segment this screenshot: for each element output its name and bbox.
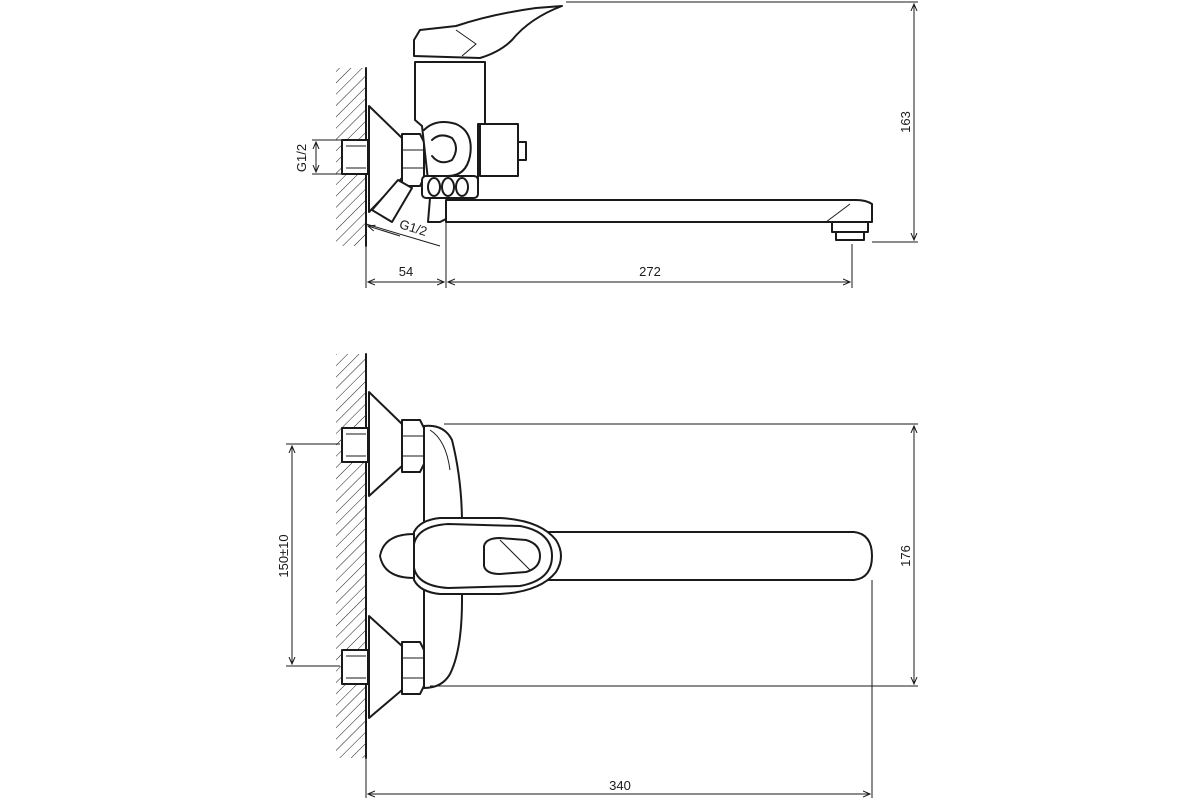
dim-front-height: 176 [898, 545, 913, 567]
dim-side-spout-reach: 272 [639, 264, 661, 279]
side-mixer-body [414, 61, 486, 181]
dim-side-thread-vertical: G1/2 [294, 144, 309, 172]
side-spout [445, 199, 873, 223]
front-upper-inlet [341, 427, 369, 463]
side-lever-handle [413, 5, 563, 59]
front-upper-hex-nut [401, 419, 425, 473]
dim-front-total-reach: 340 [609, 778, 631, 793]
front-upper-escutcheon [368, 391, 403, 497]
side-aerator [831, 221, 869, 233]
side-inlet-pipe [341, 139, 369, 175]
side-view: 163 54 272 G1/2 G1/2 [294, 1, 918, 288]
front-lever-slot [483, 537, 541, 575]
side-diverter-ring [423, 121, 472, 177]
side-switch-button [479, 123, 519, 177]
front-lower-hex-nut [401, 641, 425, 695]
dim-side-wall-offset: 54 [399, 264, 413, 279]
front-lower-inlet [341, 649, 369, 685]
front-spout [459, 531, 873, 581]
front-lower-escutcheon [368, 615, 403, 719]
side-angled-connector [371, 179, 413, 223]
dim-front-center-distance: 150±10 [276, 534, 291, 577]
side-hex-nut [401, 133, 425, 187]
dim-side-thread-angled: G1/2 [398, 216, 429, 239]
front-diverter-knob [379, 533, 415, 579]
front-wall-hatch [336, 354, 366, 758]
dim-side-height: 163 [898, 111, 913, 133]
front-view: 150±10 176 340 [276, 353, 918, 798]
